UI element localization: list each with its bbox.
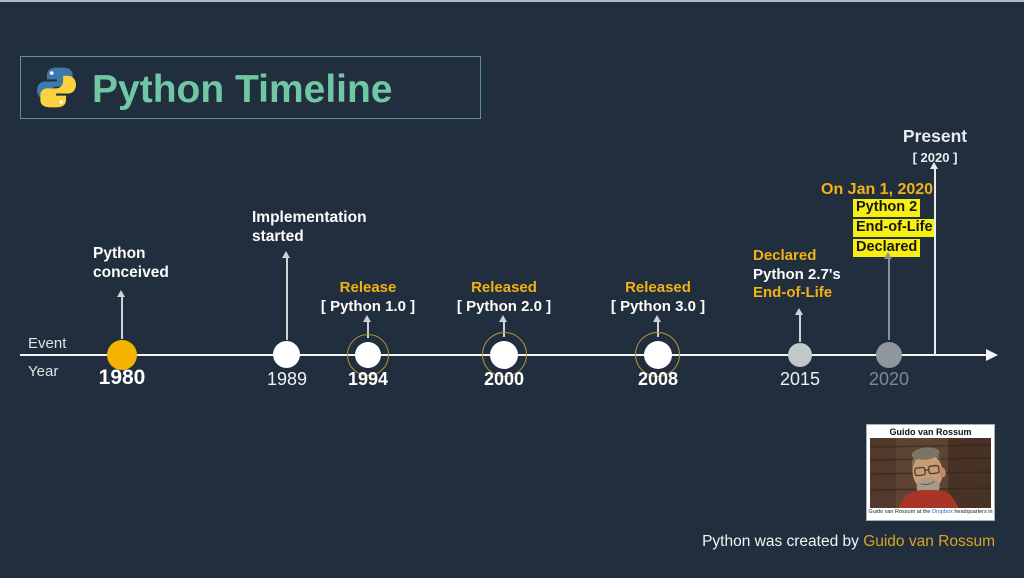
event-label: Released [ Python 3.0 ] <box>603 278 713 316</box>
year-label: 2015 <box>779 369 821 389</box>
up-arrow-icon <box>930 162 938 169</box>
axis-event-label: Event <box>28 335 67 352</box>
event-marker <box>644 341 672 369</box>
arrow-line <box>503 322 505 337</box>
event-label: Python conceived <box>93 244 169 282</box>
present-title: Present <box>902 126 968 146</box>
event-label-line: [ Python 1.0 ] <box>320 298 416 315</box>
event-marker <box>107 340 137 370</box>
arrow-line <box>121 297 123 339</box>
up-arrow-icon <box>884 252 892 259</box>
present-line <box>934 169 936 355</box>
event-label-line: [ Python 2.0 ] <box>456 298 552 315</box>
arrow-line <box>286 258 288 340</box>
caption-text: Guido van Rossum at the <box>868 509 933 515</box>
arrow-line <box>657 322 659 337</box>
title-box <box>20 56 481 119</box>
year-label: 1989 <box>266 369 308 389</box>
event-label-line: Implementation <box>252 209 367 226</box>
credit-text: Python was created by <box>702 533 864 550</box>
year-label: 2008 <box>637 369 679 389</box>
marker-outline-ring <box>347 334 389 376</box>
event-label: Released [ Python 2.0 ] <box>449 278 559 316</box>
event-label: Implementation started <box>252 208 367 246</box>
arrow-line <box>888 259 890 340</box>
highlight-line: Python 2 <box>853 199 921 217</box>
event-highlight-block: Python 2 End-of-Life Declared <box>853 199 936 259</box>
event-label-line: conceived <box>93 264 169 281</box>
event-heading: On Jan 1, 2020 <box>821 181 934 198</box>
arrow-line <box>367 322 369 338</box>
credit-author: Guido van Rossum <box>863 533 995 550</box>
year-label: 2020 <box>868 369 910 389</box>
up-arrow-icon <box>653 315 661 322</box>
arrow-line <box>799 315 801 342</box>
event-label-line: Python <box>93 245 146 262</box>
present-year: [ 2020 ] <box>912 150 958 165</box>
event-label-line: End-of-Life <box>753 284 833 301</box>
up-arrow-icon <box>795 308 803 315</box>
event-label-line: [ Python 3.0 ] <box>610 298 706 315</box>
axis-year-label: Year <box>28 363 59 380</box>
infobox-title: Guido van Rossum <box>889 427 972 437</box>
guido-van-rossum-portrait <box>870 438 991 508</box>
year-label: 2000 <box>483 369 525 389</box>
python-logo-icon <box>37 67 76 108</box>
event-label: Declared Python 2.7's End-of-Life <box>753 247 841 303</box>
event-label: Release [ Python 1.0 ] <box>313 278 423 316</box>
guido-infobox: Guido van Rossum <box>866 424 995 521</box>
year-label: 1994 <box>347 369 389 389</box>
up-arrow-icon <box>499 315 507 322</box>
event-label-line: Python 2.7's <box>753 265 841 283</box>
highlight-line: Declared <box>853 239 921 257</box>
caption-text: headquarters in <box>952 509 993 515</box>
year-label: 1980 <box>98 366 146 389</box>
marker-outline-ring <box>635 332 680 377</box>
marker-outline-ring <box>482 332 527 377</box>
infobox-caption: Guido van Rossum at the Dropbox headquar… <box>868 509 992 515</box>
event-marker <box>788 343 812 367</box>
page-title: Python Timeline <box>92 68 393 111</box>
event-marker <box>355 342 381 368</box>
present-label-block: Present [ 2020 ] <box>893 126 977 165</box>
dropbox-link[interactable]: Dropbox <box>932 509 953 515</box>
up-arrow-icon <box>363 315 371 322</box>
event-marker <box>490 341 518 369</box>
event-marker <box>876 342 902 368</box>
event-label-line: Released <box>625 279 691 296</box>
event-label-line: Declared <box>753 247 817 264</box>
event-label-line: started <box>252 228 304 245</box>
highlight-line: End-of-Life <box>853 219 936 237</box>
footer-credit: Python was created by Guido van Rossum <box>702 533 995 551</box>
event-label-line: Released <box>471 279 537 296</box>
up-arrow-icon <box>282 251 290 258</box>
timeline-arrowhead-icon <box>986 349 998 361</box>
up-arrow-icon <box>117 290 125 297</box>
slide-top-border <box>0 0 1024 2</box>
event-marker <box>273 341 300 368</box>
event-label-line: Release <box>339 279 397 296</box>
